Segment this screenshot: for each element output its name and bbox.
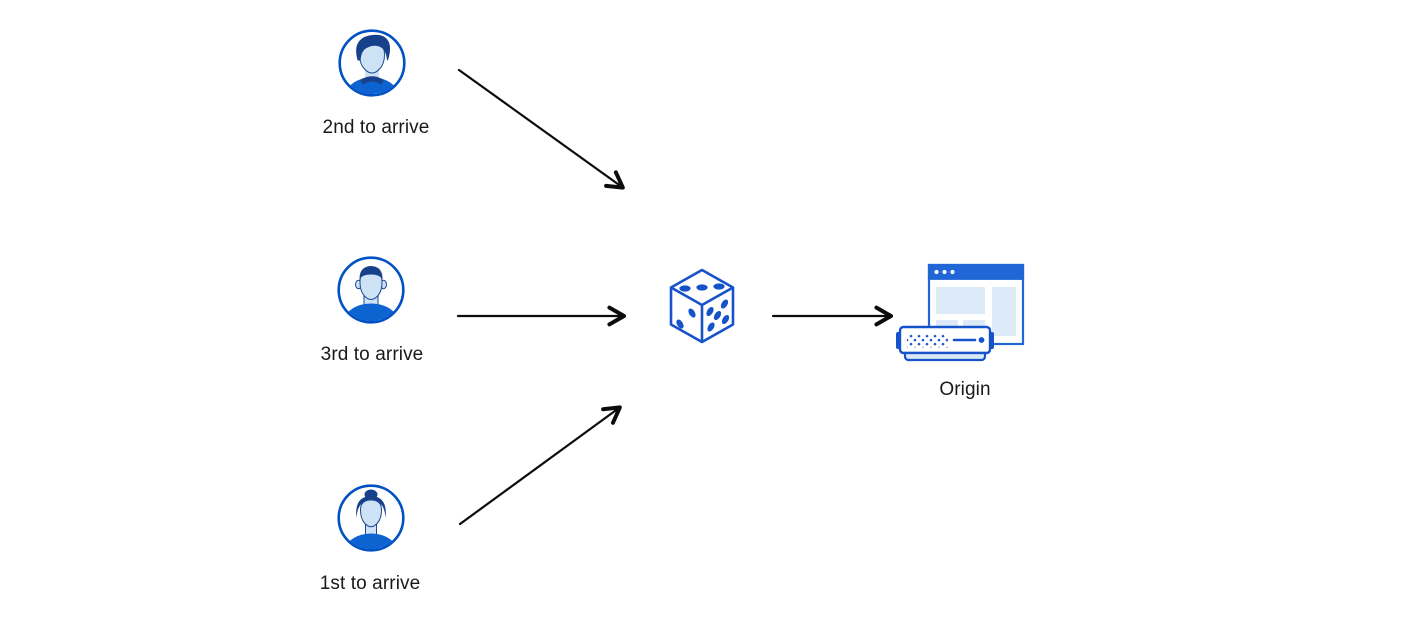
node-label-visitor-second: 2nd to arrive: [322, 117, 430, 138]
node-label-origin: Origin: [939, 379, 991, 400]
dice-icon: [669, 268, 735, 344]
node-label-visitor-third: 3rd to arrive: [320, 344, 424, 365]
arrow-visitor1-to-dice: [458, 405, 622, 526]
avatar-male-swept-hair-icon: [338, 29, 406, 97]
avatar-male-flattop-hair-icon: [337, 256, 405, 324]
avatar-female-bun-hair-icon: [337, 484, 405, 552]
arrow-visitor2-to-dice: [457, 68, 625, 190]
server-box-glyph: [896, 325, 994, 362]
node-label-visitor-first: 1st to arrive: [319, 573, 421, 594]
origin-server-icon: [896, 263, 1025, 362]
